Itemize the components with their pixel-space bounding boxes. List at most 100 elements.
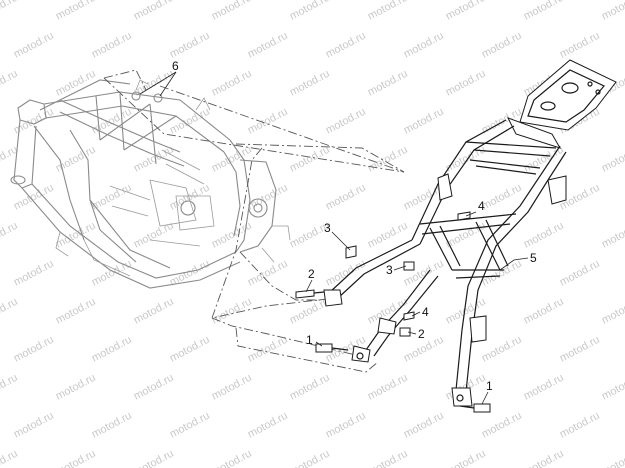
watermark-text: motod.ru (132, 0, 176, 23)
watermark-text: motod.ru (12, 258, 56, 289)
callout-1-left: 1 (306, 333, 313, 347)
watermark-text: motod.ru (246, 30, 290, 61)
watermark-text: motod.ru (54, 372, 98, 403)
watermark-text: motod.ru (54, 220, 98, 251)
watermark-text: motod.ru (366, 68, 410, 99)
watermark-text: motod.ru (402, 410, 446, 441)
main-frame-ghost (10, 79, 291, 289)
callout-6: 6 (172, 59, 179, 73)
watermark-text: motod.ru (558, 258, 602, 289)
watermark-text: motod.ru (54, 0, 98, 23)
watermark-text: motod.ru (324, 30, 368, 61)
watermark-text: motod.ru (324, 106, 368, 137)
watermark-text: motod.ru (288, 0, 332, 23)
watermark-text: motod.ru (210, 144, 254, 175)
watermark-text: motod.ru (168, 334, 212, 365)
bolt-2-lower (399, 327, 411, 337)
watermark-text: motod.ru (480, 182, 524, 213)
watermark-text: motod.ru (132, 296, 176, 327)
watermark-text: motod.ru (168, 30, 212, 61)
watermark-text: motod.ru (288, 448, 332, 468)
watermark-text: motod.ru (444, 68, 488, 99)
watermark-text: motod.ru (90, 258, 134, 289)
watermark-text: motod.ru (600, 0, 625, 23)
watermark-text: motod.ru (54, 144, 98, 175)
watermark-text: motod.ru (0, 220, 20, 251)
watermark-text: motod.ru (600, 372, 625, 403)
watermark-text: motod.ru (90, 410, 134, 441)
watermark-text: motod.ru (288, 68, 332, 99)
leader-lines (139, 71, 529, 405)
watermark-text: motod.ru (366, 448, 410, 468)
watermark-text: motod.ru (522, 220, 566, 251)
watermark-text: motod.ru (246, 334, 290, 365)
watermark-text: motod.ru (366, 372, 410, 403)
watermark-text: motod.ru (210, 0, 254, 23)
watermark-text: motod.ru (132, 372, 176, 403)
watermark-text: motod.ru (522, 448, 566, 468)
watermark-text: motod.ru (0, 296, 20, 327)
watermark-text: motod.ru (12, 30, 56, 61)
watermark-text: motod.ru (444, 144, 488, 175)
callout-5: 5 (530, 251, 537, 265)
watermark-text: motod.ru (168, 182, 212, 213)
callout-1-right: 1 (486, 379, 493, 393)
bolt-4-upper (457, 211, 471, 221)
watermark-text: motod.ru (210, 372, 254, 403)
watermark-text: motod.ru (246, 258, 290, 289)
watermark-text: motod.ru (210, 68, 254, 99)
watermark-text: motod.ru (0, 372, 20, 403)
watermark-text: motod.ru (246, 182, 290, 213)
watermark-text: motod.ru (324, 182, 368, 213)
watermark-text: motod.ru (54, 68, 98, 99)
fasteners (295, 211, 491, 413)
watermark-text: motod.ru (54, 296, 98, 327)
bolt-1-left (315, 343, 333, 353)
callout-2-upper: 2 (308, 267, 315, 281)
watermark-text: motod.ru (12, 334, 56, 365)
watermark-text: motod.ru (366, 0, 410, 23)
watermark-text: motod.ru (600, 448, 625, 468)
watermark-text: motod.ru (90, 334, 134, 365)
watermark-text: motod.ru (210, 220, 254, 251)
callout-2-lower: 2 (418, 327, 425, 341)
watermark-text: motod.ru (210, 296, 254, 327)
watermark-text: motod.ru (558, 410, 602, 441)
watermark-text: motod.ru (90, 30, 134, 61)
watermark-text: motod.ru (522, 296, 566, 327)
watermark-text: motod.ru (0, 448, 20, 468)
watermark-text: motod.ru (444, 448, 488, 468)
watermark-text: motod.ru (210, 448, 254, 468)
callout-labels: 6 4 5 3 3 2 4 2 1 1 (172, 59, 537, 393)
watermark-text: motod.ru (168, 106, 212, 137)
watermark-text: motod.ru (366, 220, 410, 251)
watermark-text: motod.ru (132, 448, 176, 468)
watermark-text: motod.ru (288, 372, 332, 403)
watermark-text: motod.ru (0, 68, 20, 99)
watermark-text: motod.ru (246, 106, 290, 137)
watermark-text: motod.ru (246, 410, 290, 441)
watermark-text: motod.ru (324, 410, 368, 441)
callout-3-right: 3 (386, 263, 393, 277)
watermark-text: motod.ru (480, 30, 524, 61)
watermark-text: motod.ru (600, 296, 625, 327)
watermark-text: motod.ru (402, 106, 446, 137)
watermark-text: motod.ru (0, 0, 20, 23)
rear-subframe (323, 59, 617, 407)
watermark-text: motod.ru (522, 0, 566, 23)
bolt-4-lower (403, 311, 415, 321)
watermark-text: motod.ru (444, 0, 488, 23)
watermark-text: motod.ru (480, 410, 524, 441)
watermark-text: motod.ru (168, 410, 212, 441)
bolt-1-right (473, 403, 491, 413)
watermark-text: motod.ru (324, 258, 368, 289)
watermark-text: motod.ru (480, 258, 524, 289)
watermark-text: motod.ru (522, 372, 566, 403)
callout-4-upper: 4 (478, 199, 485, 213)
callout-4-lower: 4 (422, 305, 429, 319)
watermark-text: motod.ru (12, 410, 56, 441)
watermark-text: motod.ru (54, 448, 98, 468)
